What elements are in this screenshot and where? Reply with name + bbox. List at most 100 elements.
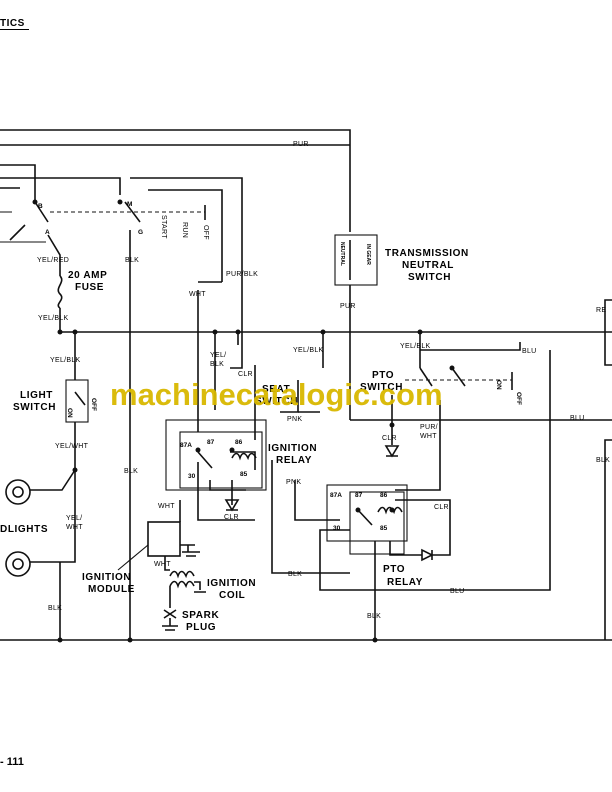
wire-right-red	[604, 299, 612, 366]
key-switch-outline	[0, 211, 46, 243]
label-yel-wht-1: YEL/WHT	[55, 443, 89, 450]
fuse-label-1: 20 AMP	[68, 270, 107, 281]
label-pur-wht-1: PUR/	[420, 424, 438, 431]
page-number: - 111	[0, 756, 24, 768]
label-red-right: RE	[596, 307, 606, 314]
label-pnk-1: PNK	[287, 416, 302, 423]
label-blk-4: BLK	[288, 571, 302, 578]
key-contact-a	[9, 201, 49, 241]
ign-relay-pin-86: 86	[235, 439, 243, 446]
label-pur-top: PUR	[293, 141, 309, 148]
headlight-2-inner	[12, 558, 24, 570]
junction-dot	[32, 199, 38, 205]
diode-pto-clr	[384, 445, 400, 458]
trans-switch-box	[334, 234, 378, 286]
key-pos-run: RUN	[181, 222, 188, 238]
pto-relay-pin-87: 87	[355, 492, 363, 499]
wire-key-a-down	[47, 234, 61, 276]
pto-contact-1	[419, 367, 433, 387]
ign-module-leader	[117, 544, 149, 571]
junction-dot	[449, 365, 455, 371]
ign-relay-outline	[165, 419, 267, 491]
pto-relay-label-2: RELAY	[387, 577, 423, 588]
label-yel-blk-4: YEL/BLK	[400, 343, 431, 350]
junction-dot	[72, 329, 78, 335]
wire-pto-85	[389, 541, 422, 556]
pto-relay-pin-86: 86	[380, 492, 388, 499]
pto-relay-pin-87a: 87A	[330, 492, 342, 499]
section-header: TICS	[0, 18, 29, 30]
trans-switch-neutral: NEUTRAL	[339, 242, 345, 266]
label-yel-blk-5: YEL/	[210, 352, 226, 359]
trans-switch-label-3: SWITCH	[408, 272, 451, 283]
ign-relay-pin-87a: 87A	[180, 442, 192, 449]
wire-pnk-2	[294, 480, 340, 521]
wire-pur-blk	[230, 282, 243, 369]
label-blk-5: BLK	[367, 613, 381, 620]
coil-ground	[194, 581, 206, 593]
headlight-1-inner	[12, 486, 24, 498]
label-wht-3: WHT	[154, 561, 171, 568]
diodes	[224, 445, 434, 562]
wire-key-m-top	[0, 177, 121, 195]
junction-dot	[57, 329, 63, 335]
pto-switch-on: ON	[495, 380, 502, 390]
label-blk-1: BLK	[125, 257, 139, 264]
ignition-module-box	[147, 521, 181, 557]
pto-switch-off: OFF	[515, 392, 522, 405]
wire-pur-top	[0, 129, 351, 232]
diode-pto-relay	[421, 548, 434, 562]
pto-relay-outline	[326, 484, 408, 542]
diode-ign	[224, 499, 240, 512]
wire-ign-blk-out	[271, 460, 350, 574]
label-yel-blk-2: YEL/BLK	[50, 357, 81, 364]
junction-dot	[389, 422, 395, 428]
label-pur-wht-1b: WHT	[420, 433, 437, 440]
label-yel-blk-3: YEL/BLK	[293, 347, 324, 354]
label-blk-3: BLK	[48, 605, 62, 612]
key-term-b: B	[38, 203, 43, 210]
label-pur-blk: PUR/BLK	[226, 271, 258, 278]
label-blk-2: BLK	[124, 468, 138, 475]
seat-switch-label-2: SWITCH	[255, 396, 298, 407]
label-yel-red: YEL/RED	[37, 257, 69, 264]
label-clr-2: CLR	[224, 514, 239, 521]
fuse-symbol	[57, 275, 63, 309]
ign-relay-contact	[197, 451, 213, 480]
light-switch-on: ON	[66, 408, 73, 418]
ign-relay-pin-85: 85	[240, 471, 248, 478]
label-yel-blk-5b: BLK	[210, 361, 224, 368]
label-clr-1: CLR	[238, 371, 253, 378]
key-term-a: A	[45, 229, 50, 236]
label-wht-1: WHT	[189, 291, 206, 298]
junction-dot	[117, 199, 123, 205]
label-yel-blk-1: YEL/BLK	[38, 315, 69, 322]
ign-relay-pin-30: 30	[188, 473, 196, 480]
wire-to-pur-blk	[130, 177, 243, 282]
spark-plug	[162, 609, 178, 631]
wire-ign-30-out	[197, 480, 255, 521]
seat-switch-label-1: SEAT	[262, 384, 290, 395]
ign-relay-pin-87: 87	[207, 439, 215, 446]
wire-wht-top	[148, 189, 223, 282]
wire-pur-wht	[395, 400, 441, 491]
ignition-coil-primary	[169, 570, 195, 579]
junction-dot	[72, 467, 78, 473]
pto-relay-coil	[377, 506, 403, 515]
junction-dots	[32, 199, 455, 643]
key-term-g: G	[138, 229, 143, 236]
wire-headlight-top	[30, 469, 76, 491]
key-pos-start: START	[160, 215, 167, 239]
label-blu-3: BLU	[450, 588, 465, 595]
ign-relay-inner	[179, 431, 263, 489]
pto-switch-label-2: SWITCH	[360, 382, 403, 393]
wire-pto-relay-left	[319, 350, 551, 591]
junction-dot	[57, 637, 63, 643]
ign-relay-coil-path	[230, 451, 256, 470]
label-blu-2: BLU	[570, 415, 585, 422]
ign-module-label-1: IGNITION	[82, 572, 131, 583]
module-ground	[180, 544, 200, 557]
ign-coil-label-2: COIL	[219, 590, 245, 601]
label-yel-wht-2b: WHT	[66, 524, 83, 531]
